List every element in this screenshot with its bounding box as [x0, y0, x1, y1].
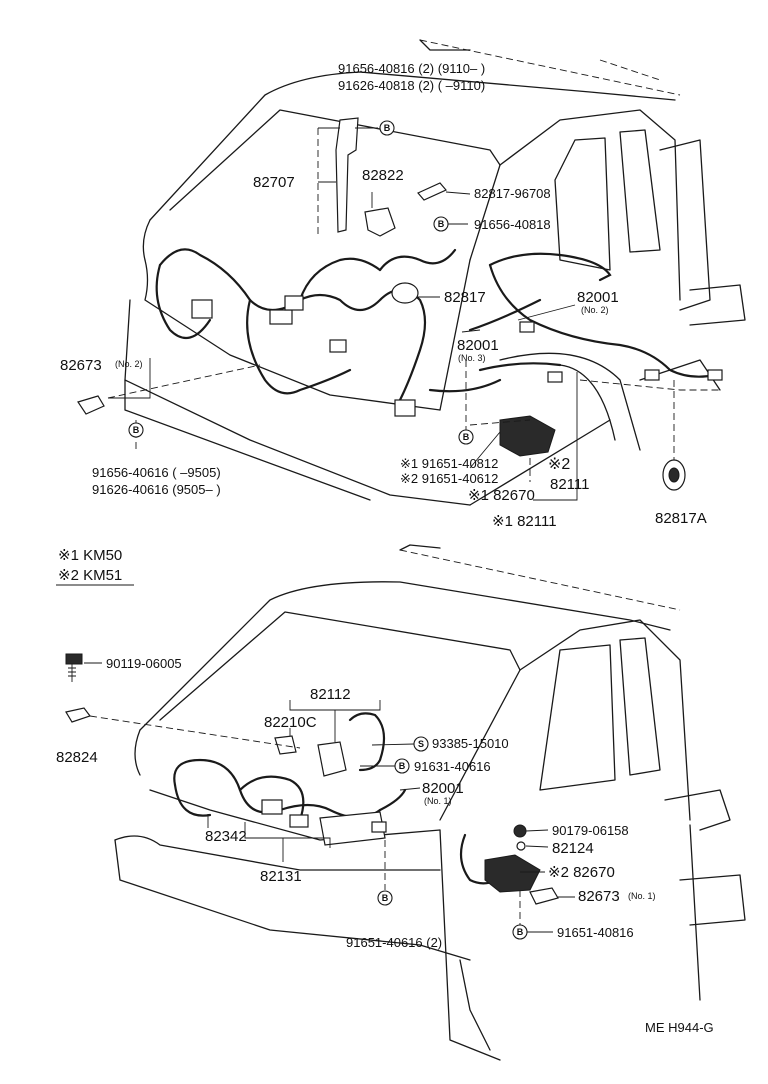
callout-82111-m1: ※1 82111 — [492, 513, 557, 530]
figure-code: ME H944-G — [645, 1020, 714, 1035]
top-parts — [77, 117, 686, 491]
callout-82822: 82822 — [362, 167, 404, 184]
callout-82001-no1: 82001 — [422, 780, 464, 797]
callout-90179-06158: 90179-06158 — [552, 823, 629, 838]
bolt-marker-b — [433, 216, 449, 232]
callout-91631-40616: 91631-40616 — [414, 759, 491, 774]
top-bolt-markers: B B B B — [128, 120, 474, 445]
callout-82673-no2: 82673 — [60, 357, 102, 374]
callout-82670-m2: ※2 82670 — [548, 864, 615, 881]
bottom-bolt-markers: S B B B — [377, 736, 528, 940]
callout-91651-40816: 91651-40816 — [557, 925, 634, 940]
callout-93385-15010: 93385-15010 — [432, 736, 509, 751]
svg-text:B: B — [384, 123, 391, 133]
bolt-marker-b — [394, 758, 410, 774]
legend-item-km50: ※1 KM50 — [58, 547, 122, 564]
callout-bolt-b-2: 91626-40616 (9505– ) — [92, 482, 221, 497]
callout-82131: 82131 — [260, 868, 302, 885]
bolt-marker-b — [379, 120, 395, 136]
legend: ※1 KM50 ※2 KM51 — [56, 547, 134, 586]
svg-text:B: B — [382, 893, 389, 903]
top-vehicle-outline — [124, 39, 746, 506]
callout-bolt-a-1: 91656-40816 (2) (9110– ) — [338, 61, 485, 76]
svg-text:S: S — [418, 739, 424, 749]
bolt-marker-b — [377, 890, 393, 906]
callout-82111: 82111 — [550, 476, 590, 493]
svg-text:B: B — [438, 219, 445, 229]
bolt-marker-b — [512, 924, 528, 940]
callout-82673-no1: 82673 — [578, 888, 620, 905]
callout-no2-a: (No. 2) — [581, 305, 609, 315]
callout-82001-no3: 82001 — [457, 337, 499, 354]
bottom-parts — [65, 653, 559, 905]
bolt-marker-b — [458, 429, 474, 445]
callout-no1-b: (No. 1) — [628, 891, 656, 901]
bottom-callout-labels: 90119-06005 82824 82112 82210C 93385-150… — [56, 656, 656, 950]
callout-91651-40612: ※2 91651-40612 — [400, 471, 498, 486]
callout-bolt-b-1: 91656-40616 ( –9505) — [92, 465, 221, 480]
svg-text:B: B — [133, 425, 140, 435]
bottom-wiring-harness — [173, 712, 512, 885]
legend-item-km51: ※2 KM51 — [58, 567, 122, 584]
callout-82112: 82112 — [310, 686, 351, 703]
screw-marker-s — [413, 736, 429, 752]
callout-82817-96708: 82817-96708 — [474, 186, 551, 201]
callout-mark2: ※2 — [548, 456, 570, 473]
top-callout-labels: 91656-40816 (2) (9110– ) 91626-40818 (2)… — [60, 61, 707, 530]
callout-no1-a: (No. 1) — [424, 796, 452, 806]
callout-no2-b: (No. 2) — [115, 359, 143, 369]
callout-82817A: 82817A — [655, 510, 707, 527]
callout-82210C: 82210C — [264, 714, 317, 731]
callout-no3: (No. 3) — [458, 353, 486, 363]
callout-82707: 82707 — [253, 174, 295, 191]
top-leader-lines — [107, 127, 675, 501]
callout-82342: 82342 — [205, 828, 247, 845]
callout-91651-40812: ※1 91651-40812 — [400, 456, 498, 471]
callout-82124: 82124 — [552, 840, 594, 857]
callout-82670-m1: ※1 82670 — [468, 487, 535, 504]
callout-82824: 82824 — [56, 749, 98, 766]
svg-text:B: B — [463, 432, 470, 442]
callout-bolt-a-2: 91626-40818 (2) ( –9110) — [338, 78, 485, 93]
callout-91656-40818: 91656-40818 — [474, 217, 551, 232]
callout-91651-40616: 91651-40616 (2) — [346, 935, 442, 950]
top-wiring-harness — [155, 248, 723, 417]
bottom-leader-lines — [84, 662, 575, 933]
svg-text:B: B — [517, 927, 524, 937]
callout-90119-06005: 90119-06005 — [106, 656, 182, 671]
callout-82817: 82817 — [444, 289, 486, 306]
bolt-marker-b — [128, 422, 144, 438]
callout-82001-no2: 82001 — [577, 289, 619, 306]
svg-text:B: B — [399, 761, 406, 771]
